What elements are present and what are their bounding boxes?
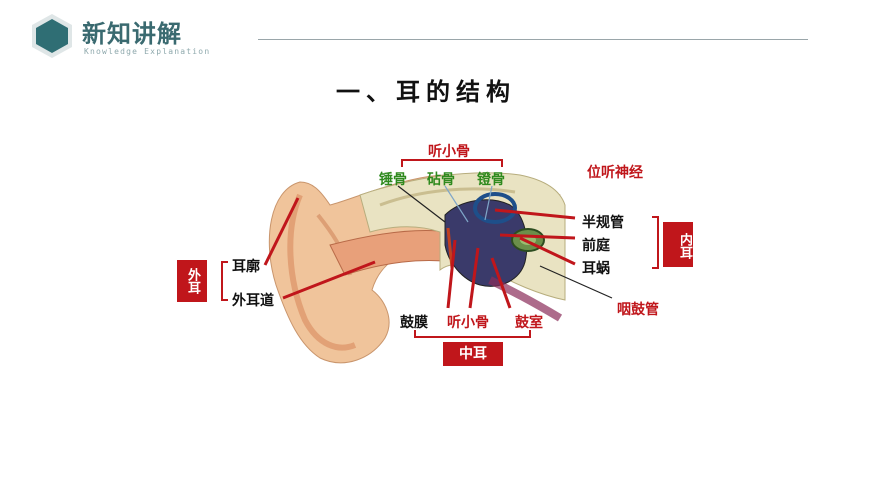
middle-ear-bracket: [414, 330, 531, 338]
semicircular-canals-illustration: [473, 192, 517, 224]
page-title: 一、耳的结构: [336, 78, 516, 106]
inner-ear-box: 内耳: [663, 222, 693, 267]
label-semicircular-canals: 半规管: [582, 215, 624, 231]
label-ossicles-bottom: 听小骨: [447, 315, 489, 331]
label-stapes: 镫骨: [477, 172, 505, 188]
label-ear-canal: 外耳道: [232, 293, 274, 309]
ossicles-bracket: [401, 159, 503, 167]
eustachian-tube-illustration: [488, 276, 563, 322]
label-vestibular-nerve: 位听神经: [587, 165, 643, 181]
label-malleus: 锤骨: [379, 172, 407, 188]
header-subtitle: Knowledge Explanation: [84, 47, 211, 56]
label-eustachian-tube: 咽鼓管: [617, 302, 659, 318]
label-vestibule: 前庭: [582, 238, 610, 254]
header-divider: [258, 39, 808, 40]
label-ossicles-top: 听小骨: [428, 144, 470, 160]
outer-ear-box: 外耳: [177, 260, 207, 302]
label-auricle: 耳廓: [232, 259, 260, 275]
header-title: 新知讲解: [82, 20, 182, 48]
middle-ear-box: 中耳: [443, 342, 503, 366]
label-eardrum: 鼓膜: [400, 315, 428, 331]
label-incus: 砧骨: [427, 172, 455, 188]
inner-ear-bracket: [652, 216, 659, 269]
logo-hexagon-icon: [32, 14, 72, 58]
label-tympanic-cavity: 鼓室: [515, 315, 543, 331]
outer-ear-bracket: [221, 261, 228, 301]
label-cochlea: 耳蜗: [582, 261, 610, 277]
